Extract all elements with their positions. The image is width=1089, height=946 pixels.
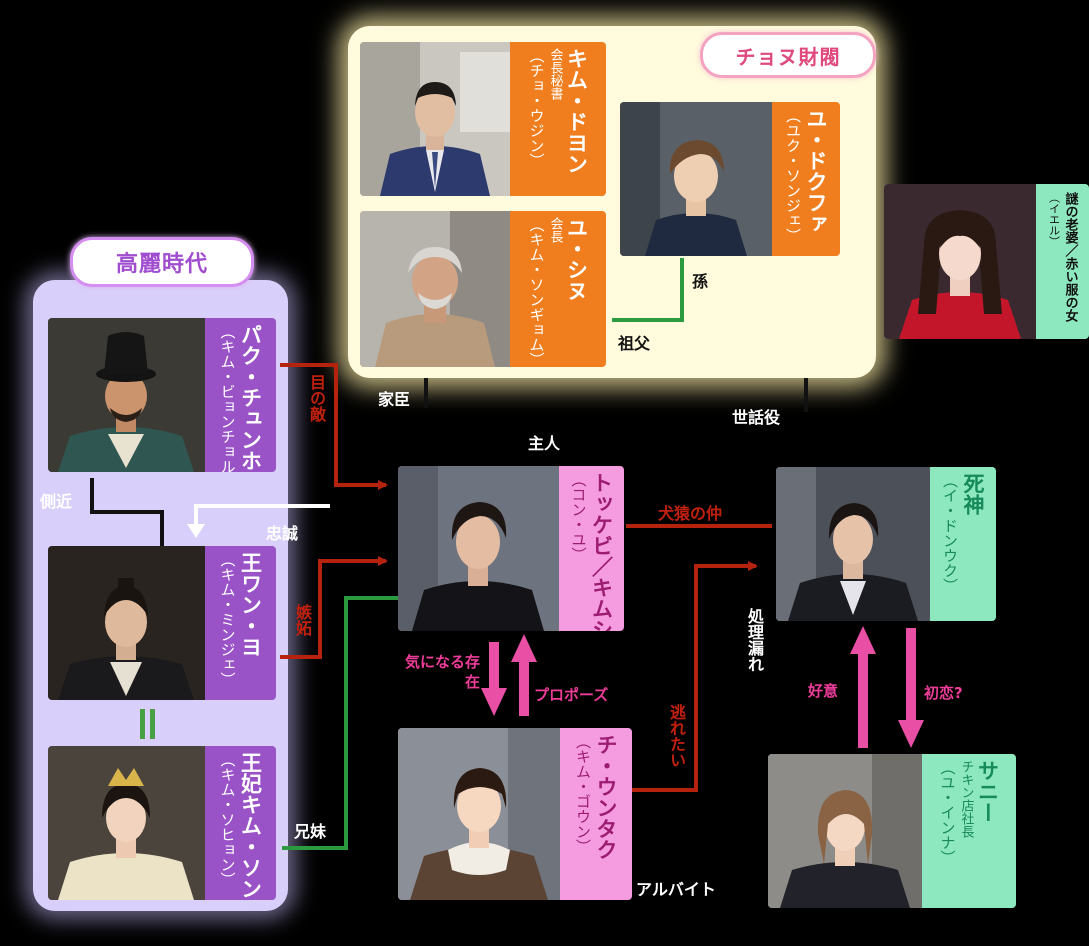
actor-park: （キム・ビョンチョル）	[218, 324, 237, 472]
label-jealousy: 嫉妬	[293, 604, 312, 636]
photo-shinigami	[776, 467, 930, 621]
card-wangyo: 王ワン・ヨ （キム・ミンジェ）	[48, 546, 276, 700]
goryeo-tag: 高麗時代	[70, 237, 254, 287]
photo-yu-shinu	[360, 211, 510, 367]
card-mystery: 謎の老婆／赤い服の女 （イエル）	[884, 184, 1089, 339]
card-shinigami: 死神 （イ・ドンウク）	[776, 467, 996, 621]
line-jealousy	[280, 556, 388, 659]
label-interested: 気になる存在	[404, 653, 480, 691]
card-yu-dokfa: ユ・ドクファ （ユク・ソンジェ）	[620, 102, 840, 256]
actor-queen: （キム・ソヒョン）	[218, 752, 237, 887]
label-aide: 側近	[40, 492, 73, 511]
photo-sunny	[768, 754, 922, 908]
photo-eunteak	[398, 728, 560, 900]
chaebol-tag: チョヌ財閥	[700, 32, 876, 78]
name-yu-dokfa: ユ・ドクファ	[804, 108, 828, 234]
actor-sunny: （ユ・インナ）	[938, 760, 957, 865]
photo-queen	[48, 746, 205, 900]
label-master: 主人	[528, 434, 561, 453]
label-retainer: 家臣	[378, 390, 411, 409]
label-grandson: 孫	[692, 272, 709, 291]
label-parttime: アルバイト	[636, 880, 716, 899]
actor-kim-doyon: （チョ・ウジン）	[527, 48, 546, 168]
actor-eunteak: （キム・ゴウン）	[574, 734, 592, 854]
arrow-propose	[511, 634, 537, 716]
role-kim-doyon: 会長秘書	[547, 48, 563, 100]
line-grandfather	[612, 258, 684, 322]
actor-tokkebi: （コン・ユ）	[569, 472, 588, 562]
role-sunny: チキン店社長	[958, 760, 974, 838]
name-mystery: 謎の老婆／赤い服の女	[1062, 192, 1078, 322]
name-kim-doyon: キム・ドヨン	[564, 48, 589, 174]
label-siblings: 兄妹	[294, 822, 327, 841]
name-park: パク・チュンホン	[238, 324, 263, 472]
label-firstlove: 初恋?	[924, 684, 963, 702]
equal-bar-1	[140, 709, 145, 739]
actor-mystery: （イエル）	[1047, 192, 1061, 247]
arrow-firstlove	[898, 628, 924, 748]
arrow-interested	[481, 642, 507, 716]
name-tokkebi: トッケビ／キムシン	[589, 472, 614, 631]
photo-tokkebi	[398, 466, 559, 631]
label-grandfather: 祖父	[618, 334, 651, 353]
label-eyesore: 目の敵	[307, 374, 326, 422]
label-mistake: 処理漏れ	[745, 608, 764, 672]
card-yu-shinu: ユ・シヌ 会長 （キム・ソンギョム）	[360, 211, 606, 367]
role-yu-shinu: 会長	[547, 217, 563, 243]
card-queen: 王妃キム・ソン （キム・ソヒョン）	[48, 746, 276, 900]
name-queen: 王妃キム・ソン	[238, 752, 263, 899]
label-caretaker: 世話役	[732, 408, 781, 427]
line-escape	[632, 561, 758, 792]
name-wangyo: 王ワン・ヨ	[238, 552, 263, 657]
photo-mystery	[884, 184, 1036, 339]
photo-park	[48, 318, 205, 472]
name-sunny: サニー	[975, 760, 1000, 823]
actor-yu-dokfa: （ユク・ソンジェ）	[784, 108, 802, 243]
card-eunteak: チ・ウンタク （キム・ゴウン）	[398, 728, 632, 900]
arrow-fondness	[850, 626, 876, 748]
name-yu-shinu: ユ・シヌ	[564, 217, 589, 301]
photo-kim-doyon	[360, 42, 510, 196]
name-eunteak: チ・ウンタク	[594, 734, 618, 860]
actor-wangyo: （キム・ミンジェ）	[218, 552, 237, 687]
photo-wangyo	[48, 546, 205, 700]
actor-yu-shinu: （キム・ソンギョム）	[527, 217, 546, 367]
card-tokkebi: トッケビ／キムシン （コン・ユ）	[398, 466, 624, 631]
label-propose: プロポーズ	[534, 686, 609, 704]
line-aide	[90, 478, 164, 546]
card-kim-doyon: キム・ドヨン 会長秘書 （チョ・ウジン）	[360, 42, 606, 196]
card-park: パク・チュンホン （キム・ビョンチョル）	[48, 318, 276, 472]
equal-bar-2	[150, 709, 155, 739]
photo-yu-dokfa	[620, 102, 772, 256]
actor-shinigami: （イ・ドンウク）	[941, 473, 959, 593]
label-fondness: 好意	[808, 682, 839, 700]
line-eyesore	[280, 363, 388, 490]
name-shinigami: 死神	[961, 473, 985, 515]
line-siblings	[282, 596, 398, 850]
label-escape: 逃れたい	[667, 704, 686, 768]
card-sunny: サニー チキン店社長 （ユ・インナ）	[768, 754, 1016, 908]
label-loyalty: 忠誠	[266, 524, 299, 543]
line-loyalty	[194, 504, 330, 528]
label-enemies: 犬猿の仲	[658, 504, 723, 523]
